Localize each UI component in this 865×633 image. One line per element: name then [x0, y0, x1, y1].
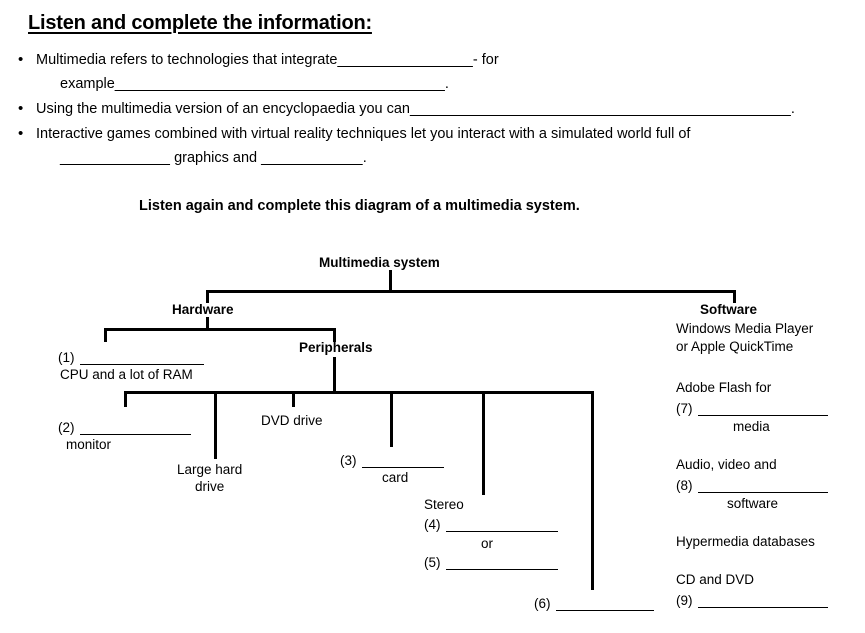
diagram-item-4-number: (4): [424, 517, 441, 532]
bullet-3-line-2: _____________ graphics and ____________.: [36, 146, 857, 170]
diagram-item-5-blank[interactable]: [446, 569, 558, 570]
diagram-node-stereo: Stereo: [424, 497, 464, 512]
bullet-3-line2-mid: graphics and: [170, 150, 262, 166]
instruction-bullet-list: • Multimedia refers to technologies that…: [12, 48, 857, 171]
diagram-item-7-number: (7): [676, 401, 693, 416]
bullet-3-text-pre: Interactive games combined with virtual …: [36, 126, 691, 142]
connector-hardware-drop: [206, 290, 209, 303]
diagram-item-6-number: (6): [534, 596, 551, 611]
connector-item6-drop: [591, 391, 594, 590]
diagram-item-1-blank[interactable]: [80, 364, 204, 365]
connector-top-bar: [206, 290, 736, 293]
bullet-1-text-pre: Multimedia refers to technologies that i…: [36, 52, 338, 68]
diagram-item-3-blank[interactable]: [362, 467, 444, 468]
connector-peripherals-stem: [333, 357, 336, 392]
bullet-1-line2-pre: example: [60, 76, 115, 92]
diagram-item-1-caption: CPU and a lot of RAM: [60, 367, 193, 382]
bullet-3-blank-1[interactable]: _____________: [60, 150, 171, 166]
bullet-1-text-post: - for: [472, 52, 499, 68]
connector-software-drop: [733, 290, 736, 303]
diagram-instruction: Listen again and complete this diagram o…: [139, 198, 580, 214]
connector-item3-drop: [390, 391, 393, 447]
diagram-item-2-blank[interactable]: [80, 434, 191, 435]
diagram-item-6-blank[interactable]: [556, 610, 654, 611]
page-title: Listen and complete the information:: [28, 12, 372, 34]
bullet-marker: •: [18, 100, 24, 117]
diagram-item-2-number: (2): [58, 420, 75, 435]
software-item-wmp-line1: Windows Media Player: [676, 321, 814, 336]
diagram-node-peripherals: Peripherals: [299, 340, 373, 355]
connector-item1-drop: [104, 328, 107, 342]
connector-hardware-stem: [206, 317, 209, 330]
diagram-item-5-number: (5): [424, 555, 441, 570]
diagram-item-9-blank[interactable]: [698, 607, 828, 608]
bullet-marker: •: [18, 51, 24, 68]
diagram-node-large-hard-drive-line2: drive: [195, 479, 225, 494]
diagram-node-multimedia-system: Multimedia system: [319, 255, 440, 270]
diagram-item-2-caption: monitor: [66, 437, 112, 452]
connector-stereo-drop: [482, 391, 485, 495]
diagram-item-9-number: (9): [676, 593, 693, 608]
diagram-node-large-hard-drive-line1: Large hard: [177, 462, 243, 477]
software-item-audio-line1: Audio, video and: [676, 457, 777, 472]
software-item-wmp-line2: or Apple QuickTime: [676, 339, 794, 354]
connector-item2-drop: [124, 391, 127, 407]
diagram-item-7-caption: media: [733, 419, 770, 434]
list-item: • Using the multimedia version of an enc…: [12, 97, 857, 121]
diagram-item-8-blank[interactable]: [698, 492, 828, 493]
diagram-or-separator: or: [481, 536, 494, 551]
bullet-1-blank-1[interactable]: ________________: [337, 52, 473, 68]
software-item-cd-dvd: CD and DVD: [676, 572, 755, 587]
software-item-flash-line1: Adobe Flash for: [676, 380, 772, 395]
diagram-node-hardware: Hardware: [172, 302, 234, 317]
diagram-item-7-blank[interactable]: [698, 415, 828, 416]
bullet-2-text-post: .: [790, 101, 795, 117]
bullet-3-line2-post: .: [362, 150, 367, 166]
connector-large-hard-drive-drop: [214, 391, 217, 459]
diagram-item-8-caption: software: [727, 496, 779, 511]
bullet-2-text-pre: Using the multimedia version of an encyc…: [36, 101, 410, 117]
list-item: • Interactive games combined with virtua…: [12, 122, 857, 170]
diagram-item-3-number: (3): [340, 453, 357, 468]
bullet-1-line2-post: .: [444, 76, 449, 92]
connector-dvd-drive-drop: [292, 391, 295, 407]
connector-peripherals-bar: [124, 391, 594, 394]
bullet-1-line-2: example_________________________________…: [36, 72, 857, 96]
list-item: • Multimedia refers to technologies that…: [12, 48, 857, 96]
connector-peripherals-drop: [333, 328, 336, 342]
diagram-item-8-number: (8): [676, 478, 693, 493]
bullet-marker: •: [18, 125, 24, 142]
diagram-item-1-number: (1): [58, 350, 75, 365]
bullet-3-blank-2[interactable]: ____________: [261, 150, 363, 166]
software-item-hypermedia: Hypermedia databases: [676, 534, 815, 549]
diagram-item-3-caption: card: [382, 470, 409, 485]
connector-root-stem: [389, 270, 392, 292]
diagram-node-software: Software: [700, 302, 758, 317]
connector-hardware-bar: [104, 328, 336, 331]
bullet-1-blank-2[interactable]: _______________________________________: [114, 76, 445, 92]
bullet-2-blank-1[interactable]: ________________________________________…: [410, 101, 791, 117]
diagram-item-4-blank[interactable]: [446, 531, 558, 532]
diagram-node-dvd-drive: DVD drive: [261, 413, 323, 428]
